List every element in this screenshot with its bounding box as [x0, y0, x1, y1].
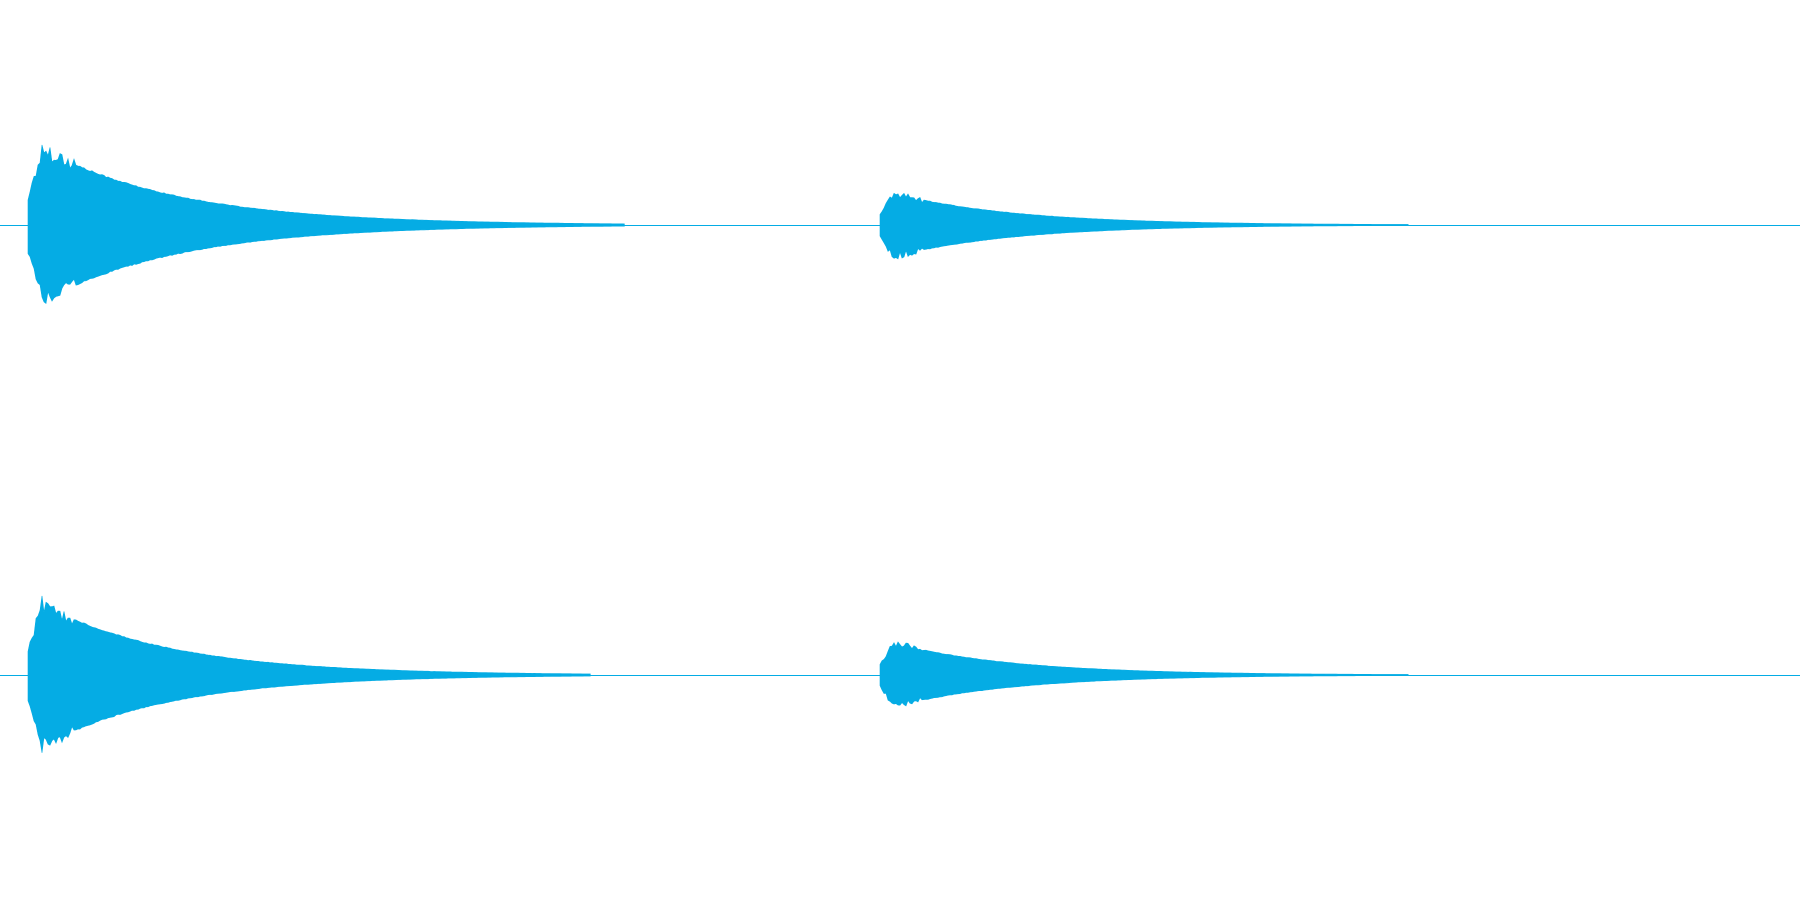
channel-left-track [0, 144, 1800, 305]
channel-left-waveform-hit-2 [879, 192, 1409, 260]
channel-right-track [0, 595, 1800, 753]
channel-left-waveform-hit-1 [27, 144, 625, 305]
channel-right-waveform-hit-2 [879, 641, 1409, 707]
channel-right-waveform-hit-1 [27, 595, 591, 753]
